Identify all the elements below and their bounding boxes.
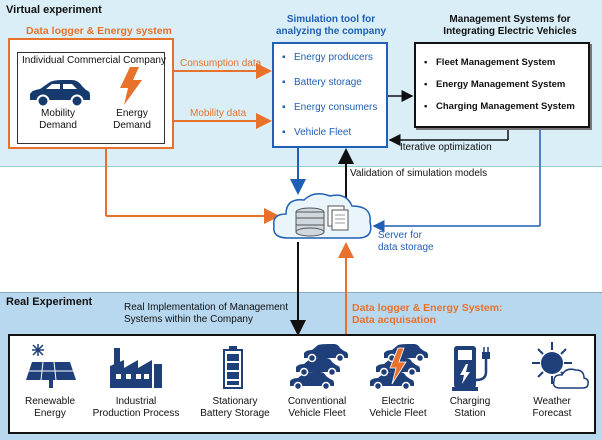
solar-panel-icon — [26, 344, 76, 388]
validation-label: Validation of simulation models — [350, 168, 488, 179]
mobility-data-label: Mobility data — [190, 108, 247, 119]
iterative-label: Iterative optimization — [400, 142, 492, 153]
virtual-experiment-title: Virtual experiment — [6, 4, 102, 16]
management-box — [414, 42, 590, 128]
consumption-data-label: Consumption data — [180, 58, 262, 69]
mgmt-item: •Energy Management System — [424, 79, 566, 90]
mgmt-item: •Charging Management System — [424, 101, 575, 112]
sim-item: ▪Energy consumers — [282, 102, 378, 113]
charging-station-icon — [452, 346, 490, 391]
weather-icon — [532, 342, 589, 389]
sim-item: ▪Vehicle Fleet — [282, 127, 352, 138]
real-experiment-title: Real Experiment — [6, 296, 93, 308]
battery-icon — [223, 346, 243, 389]
electric-car-fleet-icon — [370, 344, 428, 391]
simulation-box — [272, 42, 388, 148]
data-acquisition-label: Data logger & Energy System:Data acquisa… — [352, 302, 503, 326]
car-icon — [30, 80, 90, 108]
mgmt-item: •Fleet Management System — [424, 57, 556, 68]
sim-item: ▪Energy producers — [282, 52, 373, 63]
sim-item: ▪Battery storage — [282, 77, 362, 88]
data-logger-title: Data logger & Energy system — [26, 25, 172, 37]
lightning-icon — [120, 67, 142, 105]
company-title: Individual Commercial Company — [22, 55, 166, 66]
cloud-server-icon — [273, 193, 372, 239]
car-fleet-icon — [290, 344, 348, 391]
factory-icon — [110, 348, 162, 388]
